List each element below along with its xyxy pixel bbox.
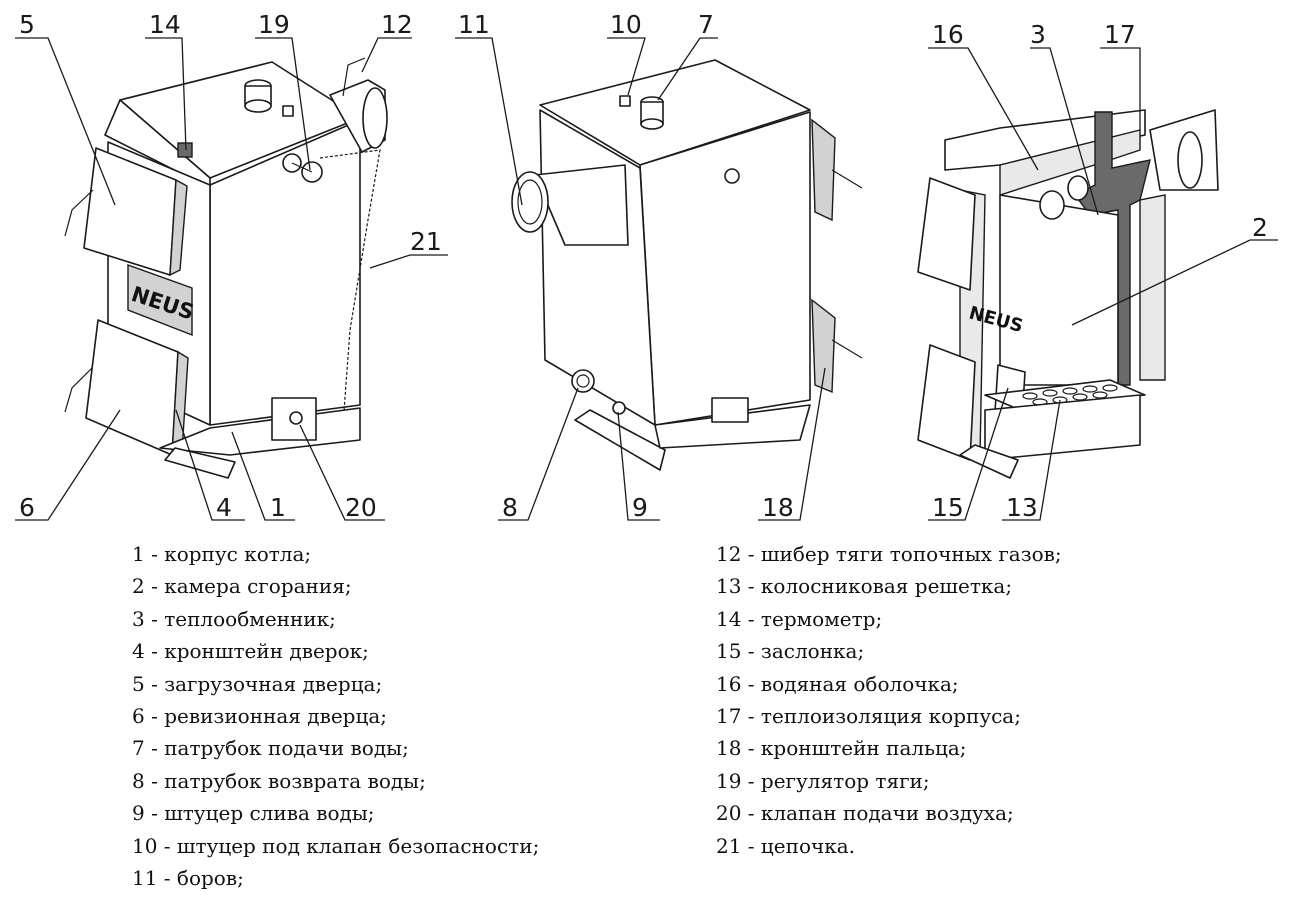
callout-9: 9 <box>617 411 660 522</box>
callout-21: 21 <box>369 227 448 269</box>
callout-label: 12 <box>381 10 413 39</box>
callout-14: 14 <box>145 10 187 151</box>
callout-label: 13 <box>1006 493 1038 522</box>
callout-label: 21 <box>410 227 442 256</box>
legend-item: 21 - цепочка. <box>716 833 855 858</box>
callout-6: 6 <box>15 409 121 522</box>
callout-10: 10 <box>607 10 646 96</box>
legend-item: 2 - камера сгорания; <box>132 574 352 599</box>
legend-right-column: 12 - шибер тяги топочных газов; 13 - кол… <box>716 538 1062 862</box>
callout-13: 13 <box>1002 399 1061 522</box>
callout-12: 12 <box>361 10 413 73</box>
legend-item: 6 - ревизионная дверца; <box>132 704 387 729</box>
legend-left-column: 1 - корпус котла; 2 - камера сгорания; 3… <box>132 538 539 894</box>
callout-label: 4 <box>216 493 232 522</box>
callout-4: 4 <box>175 409 245 522</box>
boiler-diagram: NEUS <box>15 10 1278 522</box>
callout-15: 15 <box>928 387 1009 522</box>
legend-item: 20 - клапан подачи воздуха; <box>716 801 1014 826</box>
legend-item: 4 - кронштейн дверок; <box>132 639 369 664</box>
callout-label: 20 <box>345 493 377 522</box>
callout-label: 1 <box>270 493 286 522</box>
callout-label: 16 <box>932 20 964 49</box>
legend-item: 12 - шибер тяги топочных газов; <box>716 542 1062 566</box>
callout-label: 6 <box>19 493 35 522</box>
callout-5: 5 <box>15 10 116 206</box>
legend-item: 5 - загрузочная дверца; <box>132 671 383 696</box>
legend-item: 1 - корпус котла; <box>132 542 312 566</box>
legend-item: 11 - боров; <box>132 866 244 891</box>
callout-label: 8 <box>502 493 518 522</box>
legend-item: 10 - штуцер под клапан безопасности; <box>132 833 540 858</box>
callout-label: 14 <box>149 10 181 39</box>
callout-label: 18 <box>762 493 794 522</box>
legend-item: 9 - штуцер слива воды; <box>132 801 375 826</box>
callout-2: 2 <box>1071 213 1278 326</box>
callout-7: 7 <box>657 10 718 101</box>
callout-label: 19 <box>258 10 290 39</box>
callout-label: 7 <box>698 10 714 39</box>
callout-label: 2 <box>1252 213 1268 242</box>
boiler-cutaway-view: NEUS <box>917 109 1219 479</box>
callout-1: 1 <box>231 431 295 522</box>
legend-item: 18 - кронштейн пальца; <box>716 736 967 761</box>
callout-label: 10 <box>610 10 642 39</box>
thermometer-icon <box>177 142 193 158</box>
callout-label: 5 <box>19 10 35 39</box>
callout-18: 18 <box>758 367 826 522</box>
callout-label: 3 <box>1030 20 1046 49</box>
callout-label: 9 <box>632 493 648 522</box>
callout-16: 16 <box>928 20 1039 171</box>
legend-item: 13 - колосниковая решетка; <box>716 574 1013 599</box>
callout-8: 8 <box>498 387 579 522</box>
boiler-rear-view <box>511 59 863 471</box>
legend-item: 19 - регулятор тяги; <box>716 768 930 793</box>
callout-20: 20 <box>299 424 385 522</box>
legend-item: 16 - водяная оболочка; <box>716 671 959 696</box>
legend-item: 15 - заслонка; <box>716 639 865 664</box>
callout-11: 11 <box>455 10 523 206</box>
boiler-front-view: NEUS <box>64 57 388 479</box>
callout-19: 19 <box>255 10 311 171</box>
legend-item: 7 - патрубок подачи воды; <box>132 736 409 761</box>
callout-17: 17 <box>1100 20 1141 130</box>
legend-item: 14 - термометр; <box>716 606 883 631</box>
callout-label: 11 <box>458 10 490 39</box>
callout-label: 17 <box>1104 20 1136 49</box>
callout-3: 3 <box>1030 20 1099 216</box>
legend-item: 17 - теплоизоляция корпуса; <box>716 704 1021 729</box>
legend-item: 8 - патрубок возврата воды; <box>132 768 426 793</box>
callout-label: 15 <box>932 493 964 522</box>
legend-item: 3 - теплообменник; <box>132 606 336 631</box>
